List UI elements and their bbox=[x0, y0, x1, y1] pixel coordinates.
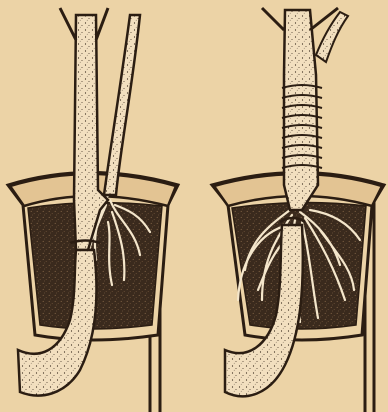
right-upper-stem bbox=[284, 10, 318, 210]
